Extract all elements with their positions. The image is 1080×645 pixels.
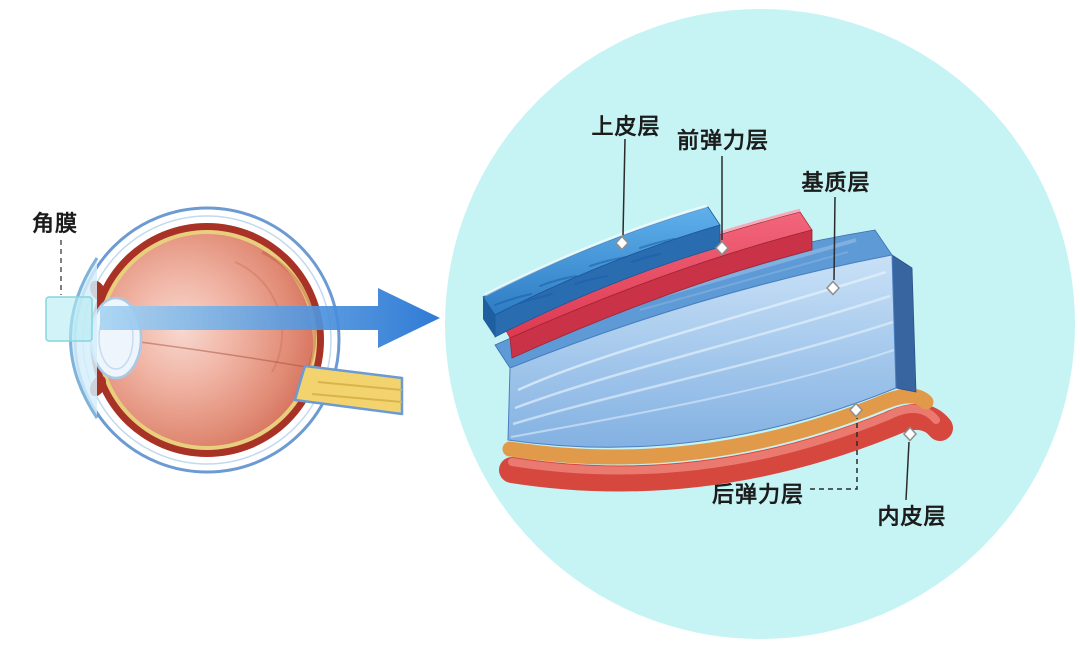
layer-markers xyxy=(614,235,918,442)
descemet-layer xyxy=(502,388,934,465)
stroma-label: 基质层 xyxy=(801,170,871,195)
vitreous-body xyxy=(101,234,313,446)
bowman-label: 前弹力层 xyxy=(676,128,770,153)
eye-illustration xyxy=(45,206,404,474)
cornea-label: 角膜 xyxy=(32,211,79,236)
stroma-leader-line xyxy=(833,196,836,281)
epithelium-marker xyxy=(614,235,630,251)
epithelium-leader-line xyxy=(622,138,626,236)
endothelium-label: 内皮层 xyxy=(877,504,947,529)
stroma-marker xyxy=(825,280,841,296)
zoom-arrow-icon xyxy=(100,288,440,348)
bowman-marker xyxy=(714,240,730,256)
epithelium-layer xyxy=(482,204,721,338)
optic-nerve xyxy=(293,364,404,416)
visual-axis-line xyxy=(139,341,313,369)
descemet-label: 后弹力层 xyxy=(711,482,805,507)
cornea-layers-diagram xyxy=(482,138,953,501)
endothelium-layer xyxy=(499,404,953,492)
descemet-marker xyxy=(848,402,864,418)
stroma-layer xyxy=(494,229,917,448)
endothelium-marker xyxy=(902,426,918,442)
cornea-highlight-box xyxy=(45,296,93,342)
descemet-leader-line xyxy=(810,418,858,490)
epithelium-label: 上皮层 xyxy=(591,114,661,139)
endothelium-leader-line xyxy=(905,441,910,501)
leader-lines xyxy=(622,138,910,501)
